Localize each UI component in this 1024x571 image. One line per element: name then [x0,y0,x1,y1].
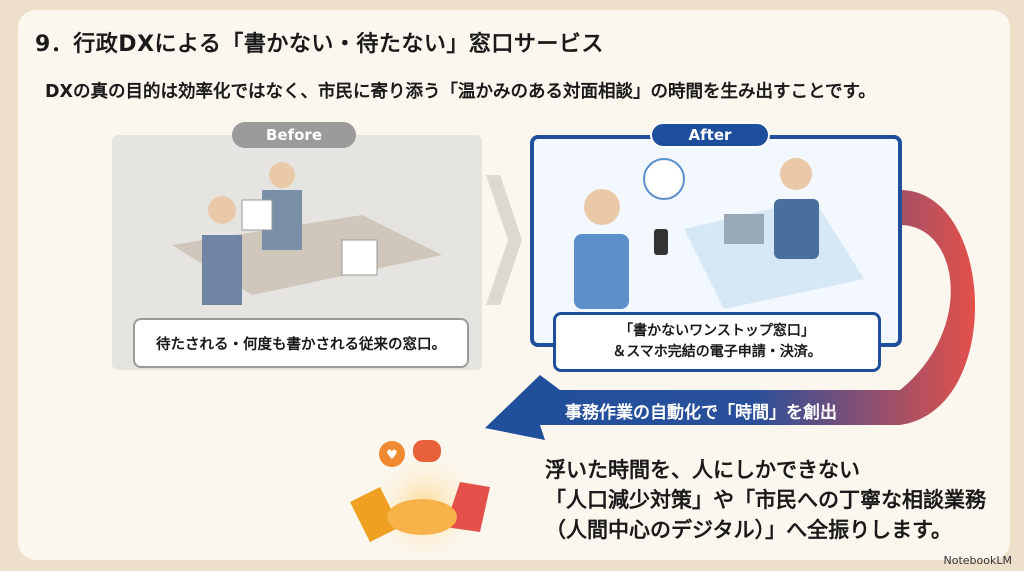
conclusion-line1: 浮いた時間を、人にしかできない [545,458,860,482]
notebooklm-watermark: NotebookLM [943,554,1012,567]
after-caption: 「書かないワンストップ窓口」 ＆スマホ完結の電子申請・決済。 [553,312,881,372]
after-caption-line2: ＆スマホ完結の電子申請・決済。 [612,344,822,360]
conclusion-text: 浮いた時間を、人にしかできない 「人口減少対策」や「市民への丁寧な相談業務 （人… [545,455,986,545]
after-illustration [574,158,864,309]
conclusion-line2: 「人口減少対策」や「市民への丁寧な相談業務 [545,488,986,512]
after-label: After [650,122,770,148]
slide-subtitle: DXの真の目的は効率化ではなく、市民に寄り添う「温かみのある対面相談」の時間を生… [45,82,876,102]
before-illustration [172,162,442,305]
chevron-right-icon [486,175,522,305]
before-caption: 待たされる・何度も書かされる従来の窓口。 [133,318,469,368]
conclusion-line3: （人間中心のデジタル）」へ全振りします。 [545,518,952,542]
after-caption-line1: 「書かないワンストップ窓口」 [619,323,815,339]
svg-text:♥: ♥ [386,448,398,463]
before-label: Before [232,122,356,148]
handshake-icon: ♥ [350,440,490,557]
slide-title: 9．行政DXによる「書かない・待たない」窓口サービス [35,32,604,57]
flow-label: 事務作業の自動化で「時間」を創出 [565,403,837,423]
